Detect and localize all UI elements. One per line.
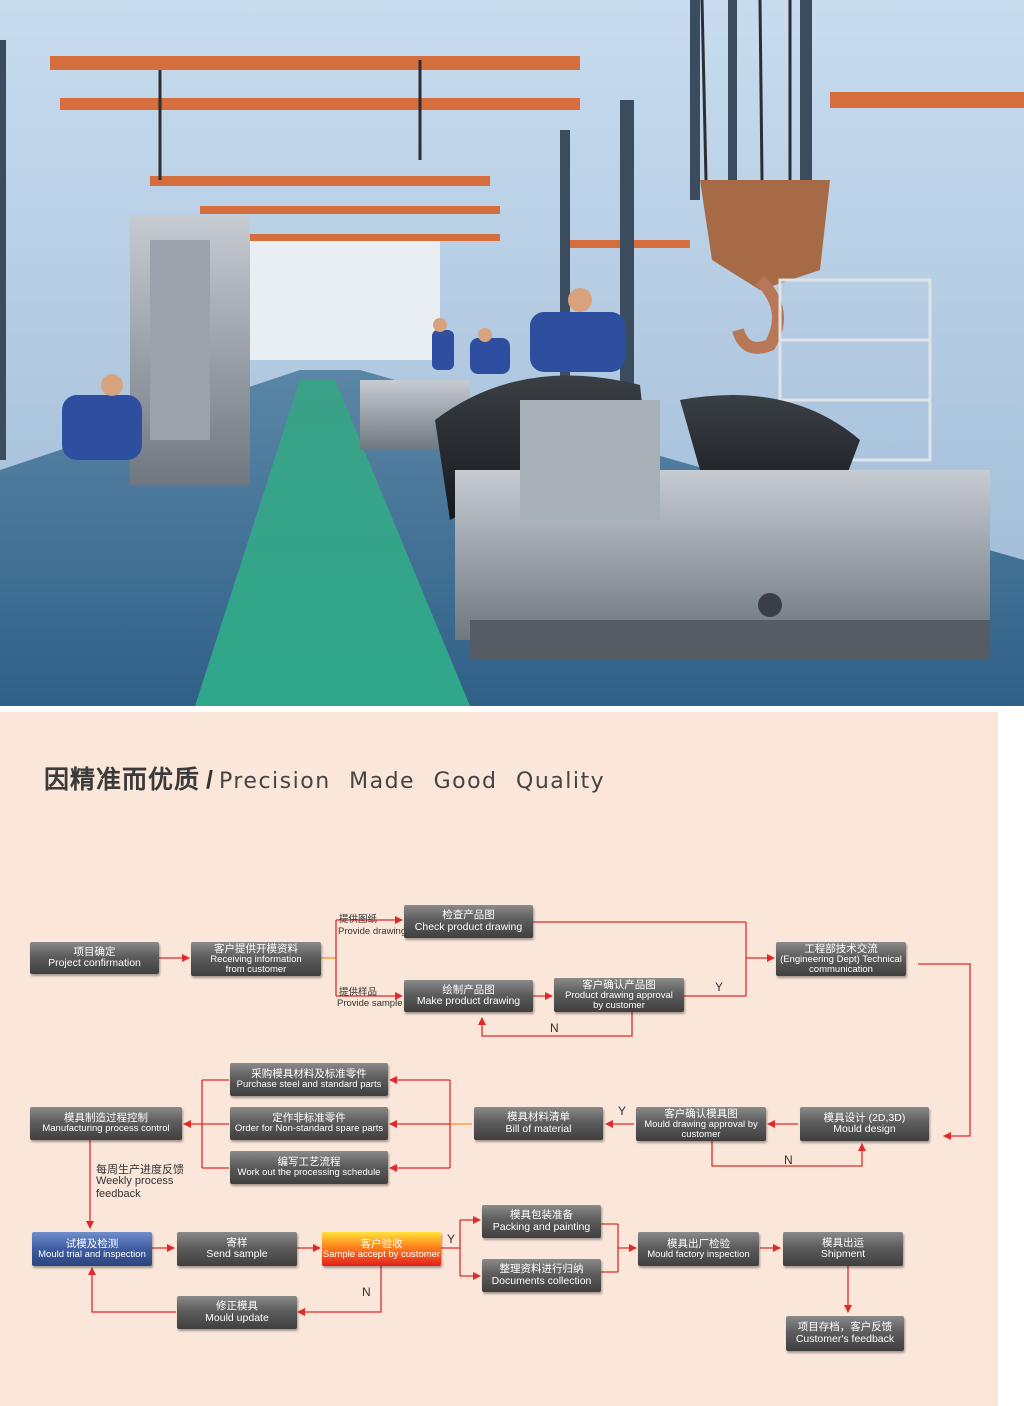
arrow-accept-no-to-update: [297, 1264, 382, 1316]
box-check-product-drawing: 检查产品图 Check product drawing: [404, 905, 533, 938]
box-packing-painting: 模具包装准备 Packing and painting: [482, 1205, 601, 1238]
box-bill-of-material: 模具材料清单 Bill of material: [474, 1107, 603, 1140]
box-purchase-steel: 采购模具材料及标准零件 Purchase steel and standard …: [230, 1063, 388, 1096]
label-yes-sample-accept: Y: [447, 1232, 456, 1246]
box-factory-inspection: 模具出厂检验 Mould factory inspection: [638, 1232, 759, 1266]
box-mould-trial: 试模及检测 Mould trial and inspection: [32, 1232, 152, 1266]
label-provide-drawing-cn: 提供图纸: [339, 914, 378, 925]
label-provide-drawing-en: Provide drawing: [338, 926, 407, 937]
box-mould-design: 模具设计 (2D,3D) Mould design: [800, 1107, 929, 1141]
label-yes-product-approval: Y: [715, 980, 724, 994]
heading-separator: /: [206, 766, 213, 794]
factory-illustration: [0, 0, 1024, 706]
box-shipment: 模具出运 Shipment: [783, 1232, 903, 1266]
label-provide-sample-en: Provide sample: [337, 998, 403, 1009]
box-order-nonstandard: 定作非标准零件 Order for Non-standard spare par…: [230, 1107, 388, 1140]
box-processing-schedule: 编写工艺流程 Work out the processing schedule: [230, 1151, 388, 1184]
heading-chinese: 因精准而优质: [44, 766, 201, 794]
label-weekly-en2: feedback: [96, 1188, 141, 1200]
label-yes-mould-approval: Y: [618, 1104, 627, 1118]
factory-floor-photo: [0, 0, 1024, 706]
box-product-drawing-approval: 客户确认产品图 Product drawing approval by cust…: [554, 978, 684, 1012]
box-receiving-information: 客户提供开模资料 Receiving information from cust…: [191, 942, 321, 976]
arrow-update-to-trial: [88, 1267, 176, 1313]
arrow-approval-no-loop: [478, 1012, 633, 1037]
box-manufacturing-control: 模具制造过程控制 Manufacturing process control: [30, 1107, 182, 1140]
arrow-drawing-approval-no-loop: [711, 1141, 866, 1167]
box-make-product-drawing: 绘制产品图 Make product drawing: [404, 980, 533, 1012]
label-provide-sample-cn: 提供样品: [339, 987, 378, 998]
label-no-sample-accept: N: [362, 1285, 371, 1299]
box-sample-accept: 客户验收 Sample accept by customer: [322, 1232, 441, 1266]
box-customer-feedback: 项目存档，客户反馈 Customer's feedback: [786, 1316, 904, 1351]
arrow-engineering-to-design: [918, 963, 971, 1140]
box-mould-update: 修正模具 Mould update: [177, 1296, 297, 1329]
box-project-confirmation: 项目确定 Project confirmation: [30, 942, 159, 974]
section-heading: 因精准而优质/Precision Made Good Quality: [44, 760, 605, 796]
heading-english: Precision Made Good Quality: [218, 769, 606, 794]
label-weekly-cn: 每周生产进度反馈: [96, 1164, 184, 1176]
label-no-product-approval: N: [550, 1021, 559, 1035]
label-weekly-en1: Weekly process: [96, 1175, 174, 1187]
box-send-sample: 寄样 Send sample: [177, 1232, 297, 1266]
box-engineering-communication: 工程部技术交流 (Engineering Dept) Technical com…: [776, 942, 906, 976]
box-documents-collection: 整理资料进行归纳 Documents collection: [482, 1259, 601, 1292]
section-divider: [0, 706, 1024, 712]
box-mould-drawing-approval: 客户确认模具图 Mould drawing approval by custom…: [636, 1107, 766, 1141]
right-margin-strip: [998, 712, 1024, 1406]
label-no-mould-approval: N: [784, 1153, 793, 1167]
